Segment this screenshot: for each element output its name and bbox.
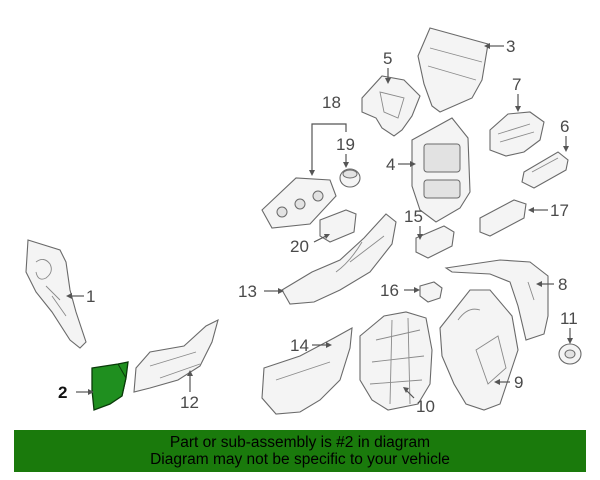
- callout-4: 4: [386, 155, 395, 174]
- callout-8: 8: [558, 275, 567, 294]
- callout-20: 20: [290, 237, 309, 256]
- part-18-climate-control[interactable]: [261, 177, 337, 229]
- callout-5: 5: [383, 49, 392, 68]
- banner-line-1: Part or sub-assembly is #2 in diagram: [169, 434, 431, 451]
- callout-12: 12: [180, 393, 199, 412]
- part-12-knee-panel[interactable]: [133, 318, 219, 393]
- callout-16: 16: [380, 281, 399, 300]
- part-1-side-panel[interactable]: [25, 239, 87, 349]
- part-3-top-panel[interactable]: [417, 27, 489, 113]
- info-banner: Part or sub-assembly is #2 in diagram Di…: [14, 430, 586, 472]
- callout-19: 19: [336, 135, 355, 154]
- callout-2: 2: [58, 383, 67, 402]
- callout-14: 14: [290, 336, 309, 355]
- callout-15: 15: [404, 207, 423, 226]
- callout-18: 18: [322, 93, 341, 112]
- part-16-connector[interactable]: [419, 281, 443, 303]
- part-11-plug[interactable]: [558, 343, 582, 365]
- part-8-trim-strip[interactable]: [444, 259, 549, 341]
- callout-17: 17: [550, 201, 569, 220]
- callout-10: 10: [416, 397, 435, 416]
- part-9-side-cover[interactable]: [439, 289, 519, 411]
- callout-7: 7: [512, 75, 521, 94]
- callout-3: 3: [506, 37, 515, 56]
- part-2-trim-cover[interactable]: [91, 361, 129, 411]
- part-19-knob[interactable]: [339, 168, 361, 188]
- part-7-bracket-module[interactable]: [489, 111, 545, 157]
- callout-9: 9: [514, 373, 523, 392]
- callout-11: 11: [560, 309, 578, 328]
- part-4-center-bezel[interactable]: [411, 117, 471, 223]
- part-6-module[interactable]: [521, 151, 569, 189]
- parts-diagram: 1 2 3 4 5 6 7 8 9 10 11 12 13 14 15 16 1…: [25, 27, 582, 416]
- callout-13: 13: [238, 282, 257, 301]
- callout-6: 6: [560, 117, 569, 136]
- leader-lines: [66, 43, 573, 399]
- part-14-lower-shroud[interactable]: [261, 327, 353, 415]
- part-13-lower-dash-cover[interactable]: [281, 213, 397, 305]
- part-5-bracket[interactable]: [361, 75, 421, 137]
- part-10-insulation-pad[interactable]: [359, 311, 433, 411]
- part-17-slim-module[interactable]: [479, 199, 527, 237]
- banner-line-2: Diagram may not be specific to your vehi…: [150, 451, 450, 468]
- callout-1: 1: [86, 287, 95, 306]
- part-15-switch[interactable]: [415, 225, 455, 259]
